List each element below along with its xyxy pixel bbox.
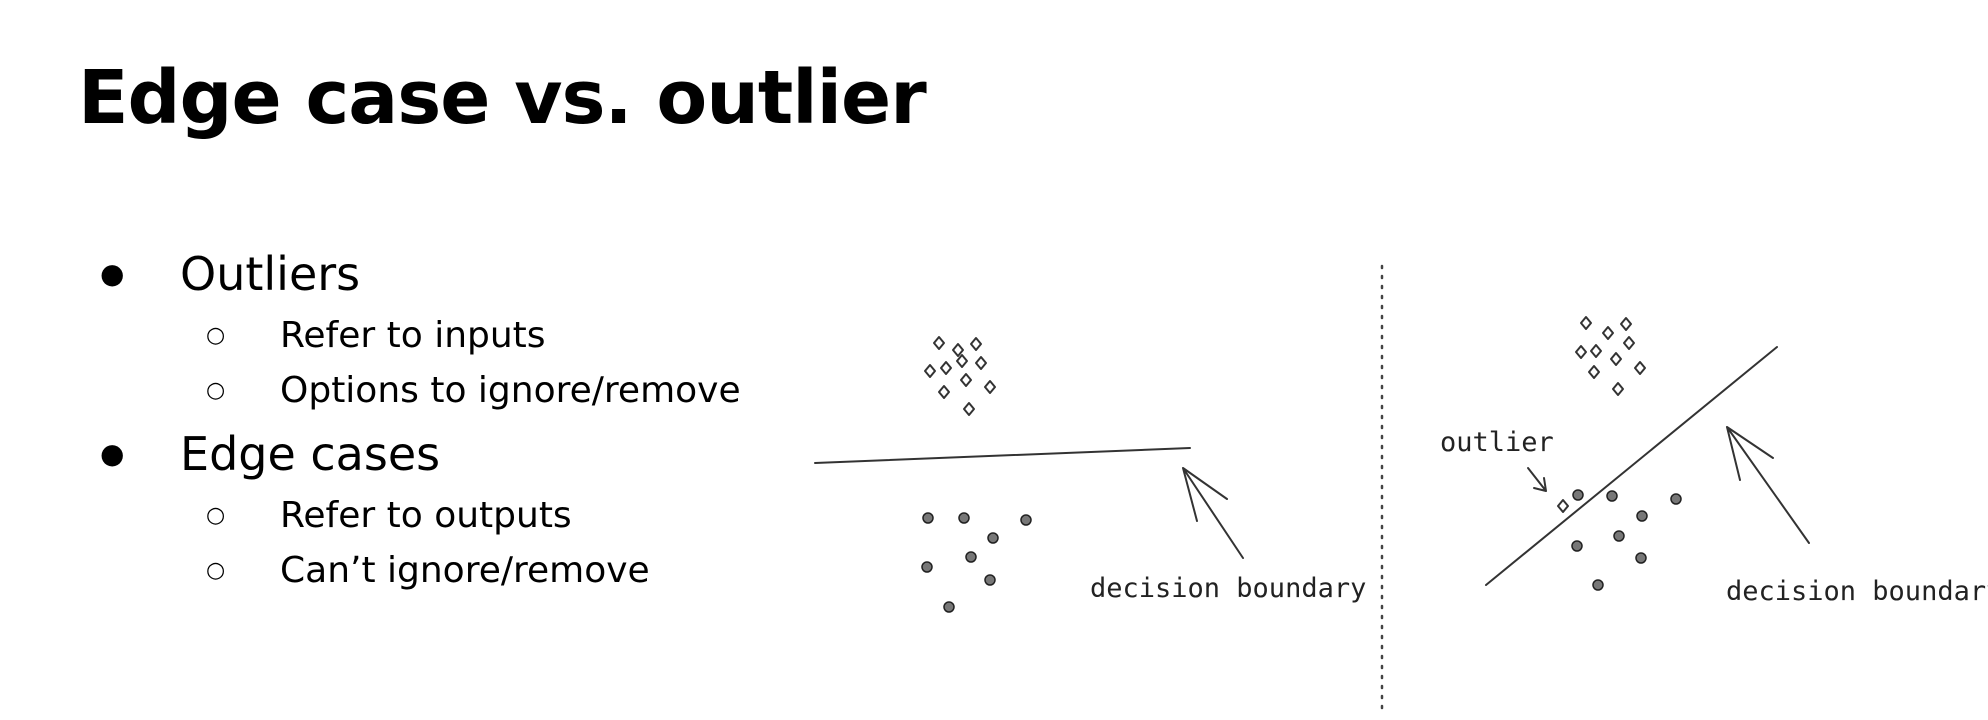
dot-marker [1670, 493, 1682, 505]
dot-marker [1571, 540, 1583, 552]
right-decision-boundary-line [1485, 346, 1778, 586]
dot-marker [922, 512, 934, 524]
outlier-label: outlier [1440, 427, 1554, 458]
right-dot-cluster [1571, 489, 1682, 591]
subbullet-refer-inputs: Refer to inputs [180, 308, 741, 363]
diamond-marker [963, 402, 975, 416]
diamond-marker [940, 361, 952, 375]
diamond-marker [1610, 352, 1622, 366]
dot-marker [1613, 530, 1625, 542]
diamond-marker [1575, 345, 1587, 359]
dot-marker [1606, 490, 1618, 502]
bullet-edge-cases-label: Edge cases [180, 427, 441, 481]
diamond-marker [952, 343, 964, 357]
bullet-outliers-subitems: Refer to inputs Options to ignore/remove [100, 308, 741, 418]
dot-marker [1635, 552, 1647, 564]
diamond-marker [984, 380, 996, 394]
dot-marker [943, 601, 955, 613]
diamond-marker [1588, 365, 1600, 379]
subbullet-refer-outputs: Refer to outputs [180, 488, 741, 543]
diamond-marker [1620, 317, 1632, 331]
diamond-marker [1580, 316, 1592, 330]
diamond-marker [1623, 336, 1635, 350]
right-boundary-label: decision boundary [1726, 576, 1988, 607]
subbullet-cant-ignore: Can’t ignore/remove [180, 543, 741, 598]
bullet-list: Outliers Refer to inputs Options to igno… [100, 240, 741, 600]
diamond-marker [924, 364, 936, 378]
dot-marker [984, 574, 996, 586]
diamond-marker [960, 373, 972, 387]
diamond-marker [970, 337, 982, 351]
slide-title: Edge case vs. outlier [78, 55, 927, 141]
left-diamond-cluster [924, 336, 996, 416]
right-diamond-cluster [1575, 316, 1646, 396]
left-boundary-arrow [1182, 467, 1244, 559]
diamond-marker [938, 385, 950, 399]
left-panel [814, 336, 1244, 613]
outlier-diamond [1557, 499, 1569, 513]
diamond-marker [975, 356, 987, 370]
dot-marker [1572, 489, 1584, 501]
bullet-outliers: Outliers [100, 240, 741, 308]
dot-marker [921, 561, 933, 573]
dot-marker [965, 551, 977, 563]
dot-marker [1020, 514, 1032, 526]
dot-marker [1592, 579, 1604, 591]
right-boundary-arrow [1726, 426, 1810, 544]
diamond-marker [1612, 382, 1624, 396]
left-boundary-label: decision boundary [1090, 573, 1366, 604]
diamond-marker [933, 336, 945, 350]
bullet-edge-cases-subitems: Refer to outputs Can’t ignore/remove [100, 488, 741, 598]
diamond-marker [1634, 361, 1646, 375]
diamond-marker [1602, 326, 1614, 340]
outlier-pointer-arrow [1527, 467, 1547, 492]
diamond-marker [1590, 344, 1602, 358]
bullet-edge-cases: Edge cases [100, 420, 741, 488]
bullet-outliers-label: Outliers [180, 247, 361, 301]
diamond-marker [956, 354, 968, 368]
right-panel [1485, 316, 1810, 591]
dot-marker [958, 512, 970, 524]
dot-marker [987, 532, 999, 544]
dot-marker [1636, 510, 1648, 522]
left-decision-boundary-line [814, 447, 1191, 464]
left-dot-cluster [921, 512, 1032, 613]
subbullet-options-ignore: Options to ignore/remove [180, 363, 741, 418]
